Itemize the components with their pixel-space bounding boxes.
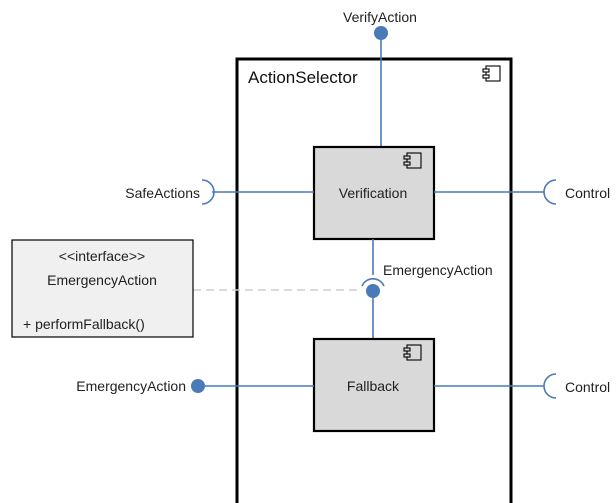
emergency-action-internal-label: EmergencyAction (383, 262, 493, 278)
interface-name: EmergencyAction (47, 272, 157, 288)
emergency-action-ball (366, 284, 380, 298)
verification-label: Verification (339, 185, 407, 201)
container-title: ActionSelector (248, 68, 358, 87)
control-top-label: Control (565, 185, 610, 201)
component-icon (403, 344, 422, 361)
emergency-action-left-label: EmergencyAction (76, 378, 186, 394)
interface-operation: + performFallback() (23, 316, 145, 332)
verify-action-lollipop (374, 26, 388, 40)
component-icon (403, 152, 422, 169)
control-bottom-socket (543, 373, 557, 399)
interface-box[interactable] (11, 239, 194, 338)
safe-actions-label: SafeActions (125, 185, 200, 201)
interface-stereotype: <<interface>> (59, 248, 145, 264)
emergency-action-socket (361, 278, 385, 287)
fallback-label: Fallback (347, 378, 400, 394)
emergency-action-lollipop (191, 379, 205, 393)
verify-action-label: VerifyAction (343, 9, 417, 25)
control-bottom-label: Control (565, 379, 610, 395)
control-top-socket (543, 179, 557, 205)
action-selector-container (235, 57, 513, 503)
component-icon (482, 65, 501, 82)
